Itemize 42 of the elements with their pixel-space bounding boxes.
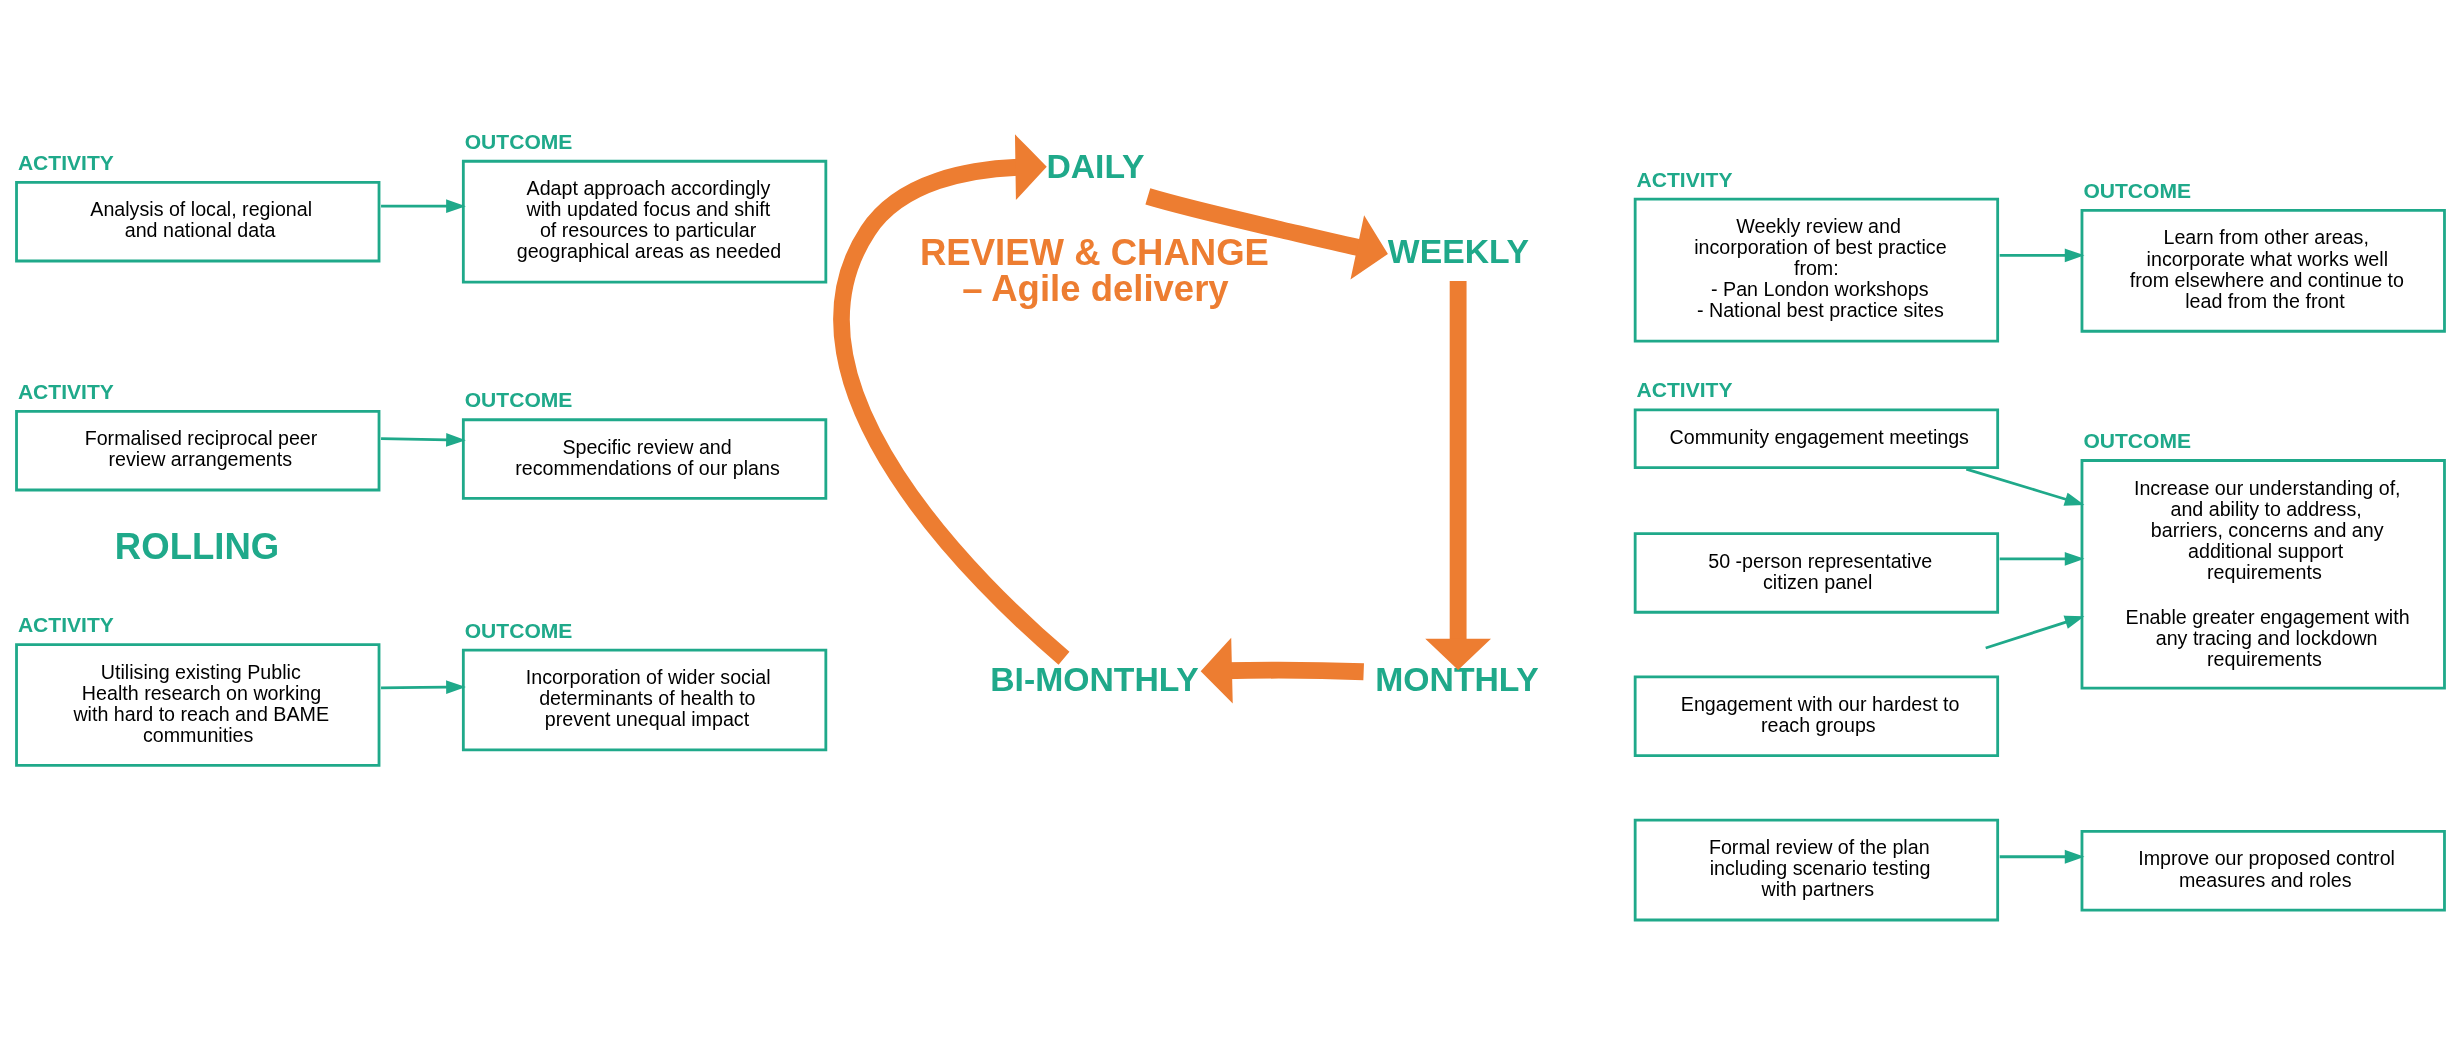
node-box: Specific review and recommendations of our plans bbox=[461, 418, 828, 500]
label: REVIEW & CHANGE – Agile delivery bbox=[919, 231, 1269, 310]
node-box: Improve our proposed control measures and roles bbox=[2080, 830, 2446, 912]
arrow bbox=[1999, 551, 2085, 566]
node-box: Increase our understanding of, and ability to address, barriers, concerns and any additional support requirements Enable greater engagement with any tracing and lockdown requirements bbox=[2080, 459, 2446, 690]
node-label: OUTCOME bbox=[464, 129, 573, 153]
node-box: Analysis of local, regional and national data bbox=[15, 180, 381, 263]
arrow bbox=[833, 134, 1070, 665]
node-box: Incorporation of wider social determinants of health to prevent unequal impact bbox=[461, 648, 828, 752]
node-label: ACTIVITY bbox=[1636, 378, 1733, 402]
node-label: ACTIVITY bbox=[17, 612, 114, 636]
label: ROLLING bbox=[114, 526, 280, 568]
node-label: ACTIVITY bbox=[17, 379, 114, 403]
arrow bbox=[381, 433, 466, 447]
node-box: Community engagement meetings bbox=[1633, 408, 2000, 469]
node-text: DAILY bbox=[1046, 147, 1145, 186]
arrow bbox=[1425, 280, 1491, 671]
node-box: Weekly review and incorporation of best practice from: - Pan London workshops - National best practice sites bbox=[1633, 197, 2000, 343]
arrow bbox=[1145, 188, 1388, 280]
arrow bbox=[381, 680, 466, 695]
node-label: OUTCOME bbox=[464, 388, 573, 412]
node-label: OUTCOME bbox=[2083, 178, 2192, 202]
node-box: Formalised reciprocal peer review arrangements bbox=[15, 409, 381, 492]
node-box: 50 -person representative citizen panel bbox=[1633, 532, 2000, 614]
arrow bbox=[1965, 467, 2085, 506]
arrow bbox=[1999, 849, 2085, 864]
node-label: ACTIVITY bbox=[1636, 167, 1733, 191]
node-label: OUTCOME bbox=[2083, 428, 2192, 452]
arrow bbox=[1200, 637, 1364, 704]
node-box: Utilising existing Public Health research on working with hard to reach and BAME communities bbox=[15, 643, 381, 767]
node-label: OUTCOME bbox=[464, 618, 573, 642]
node-box: Adapt approach accordingly with updated focus and shift of resources to particular geographical areas as needed bbox=[461, 159, 828, 284]
node-text: WEEKLY bbox=[1387, 231, 1530, 270]
node-text: BI-MONTHLY bbox=[990, 660, 1199, 699]
arrow bbox=[381, 199, 466, 214]
arrow bbox=[1999, 248, 2085, 263]
node-box: Formal review of the plan including scenario testing with partners bbox=[1633, 818, 2000, 922]
arrow bbox=[1985, 615, 2085, 650]
node-box: Learn from other areas, incorporate what works well from elsewhere and continue to lead from the front bbox=[2080, 209, 2446, 333]
node-text: MONTHLY bbox=[1375, 660, 1539, 699]
node-box: Engagement with our hardest to reach groups bbox=[1633, 675, 2000, 757]
node-label: ACTIVITY bbox=[17, 150, 114, 174]
